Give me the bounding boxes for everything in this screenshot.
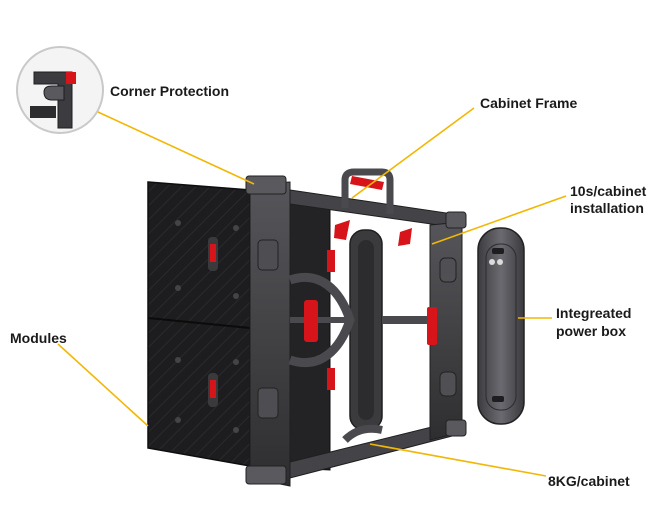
cabinet-frame — [245, 168, 467, 487]
label-corner-protection: Corner Protection — [110, 83, 229, 99]
label-power-box-line1: Integreated — [556, 305, 631, 321]
label-cabinet-frame: Cabinet Frame — [480, 95, 577, 111]
leader-installation — [431, 195, 567, 245]
leader-lines — [57, 107, 567, 477]
leader-corner-protection — [97, 111, 255, 185]
power-box — [477, 227, 525, 425]
leader-modules — [57, 343, 149, 427]
label-installation-line1: 10s/cabinet — [570, 183, 647, 199]
leader-weight — [369, 443, 547, 477]
label-modules: Modules — [10, 330, 67, 346]
label-weight: 8KG/cabinet — [548, 473, 630, 489]
label-power-box-line2: power box — [556, 323, 626, 339]
corner-detail-magnifier-icon — [16, 46, 104, 134]
label-installation-line2: installation — [570, 200, 644, 216]
leader-cabinet-frame — [351, 107, 475, 199]
modules-panel — [147, 181, 331, 471]
